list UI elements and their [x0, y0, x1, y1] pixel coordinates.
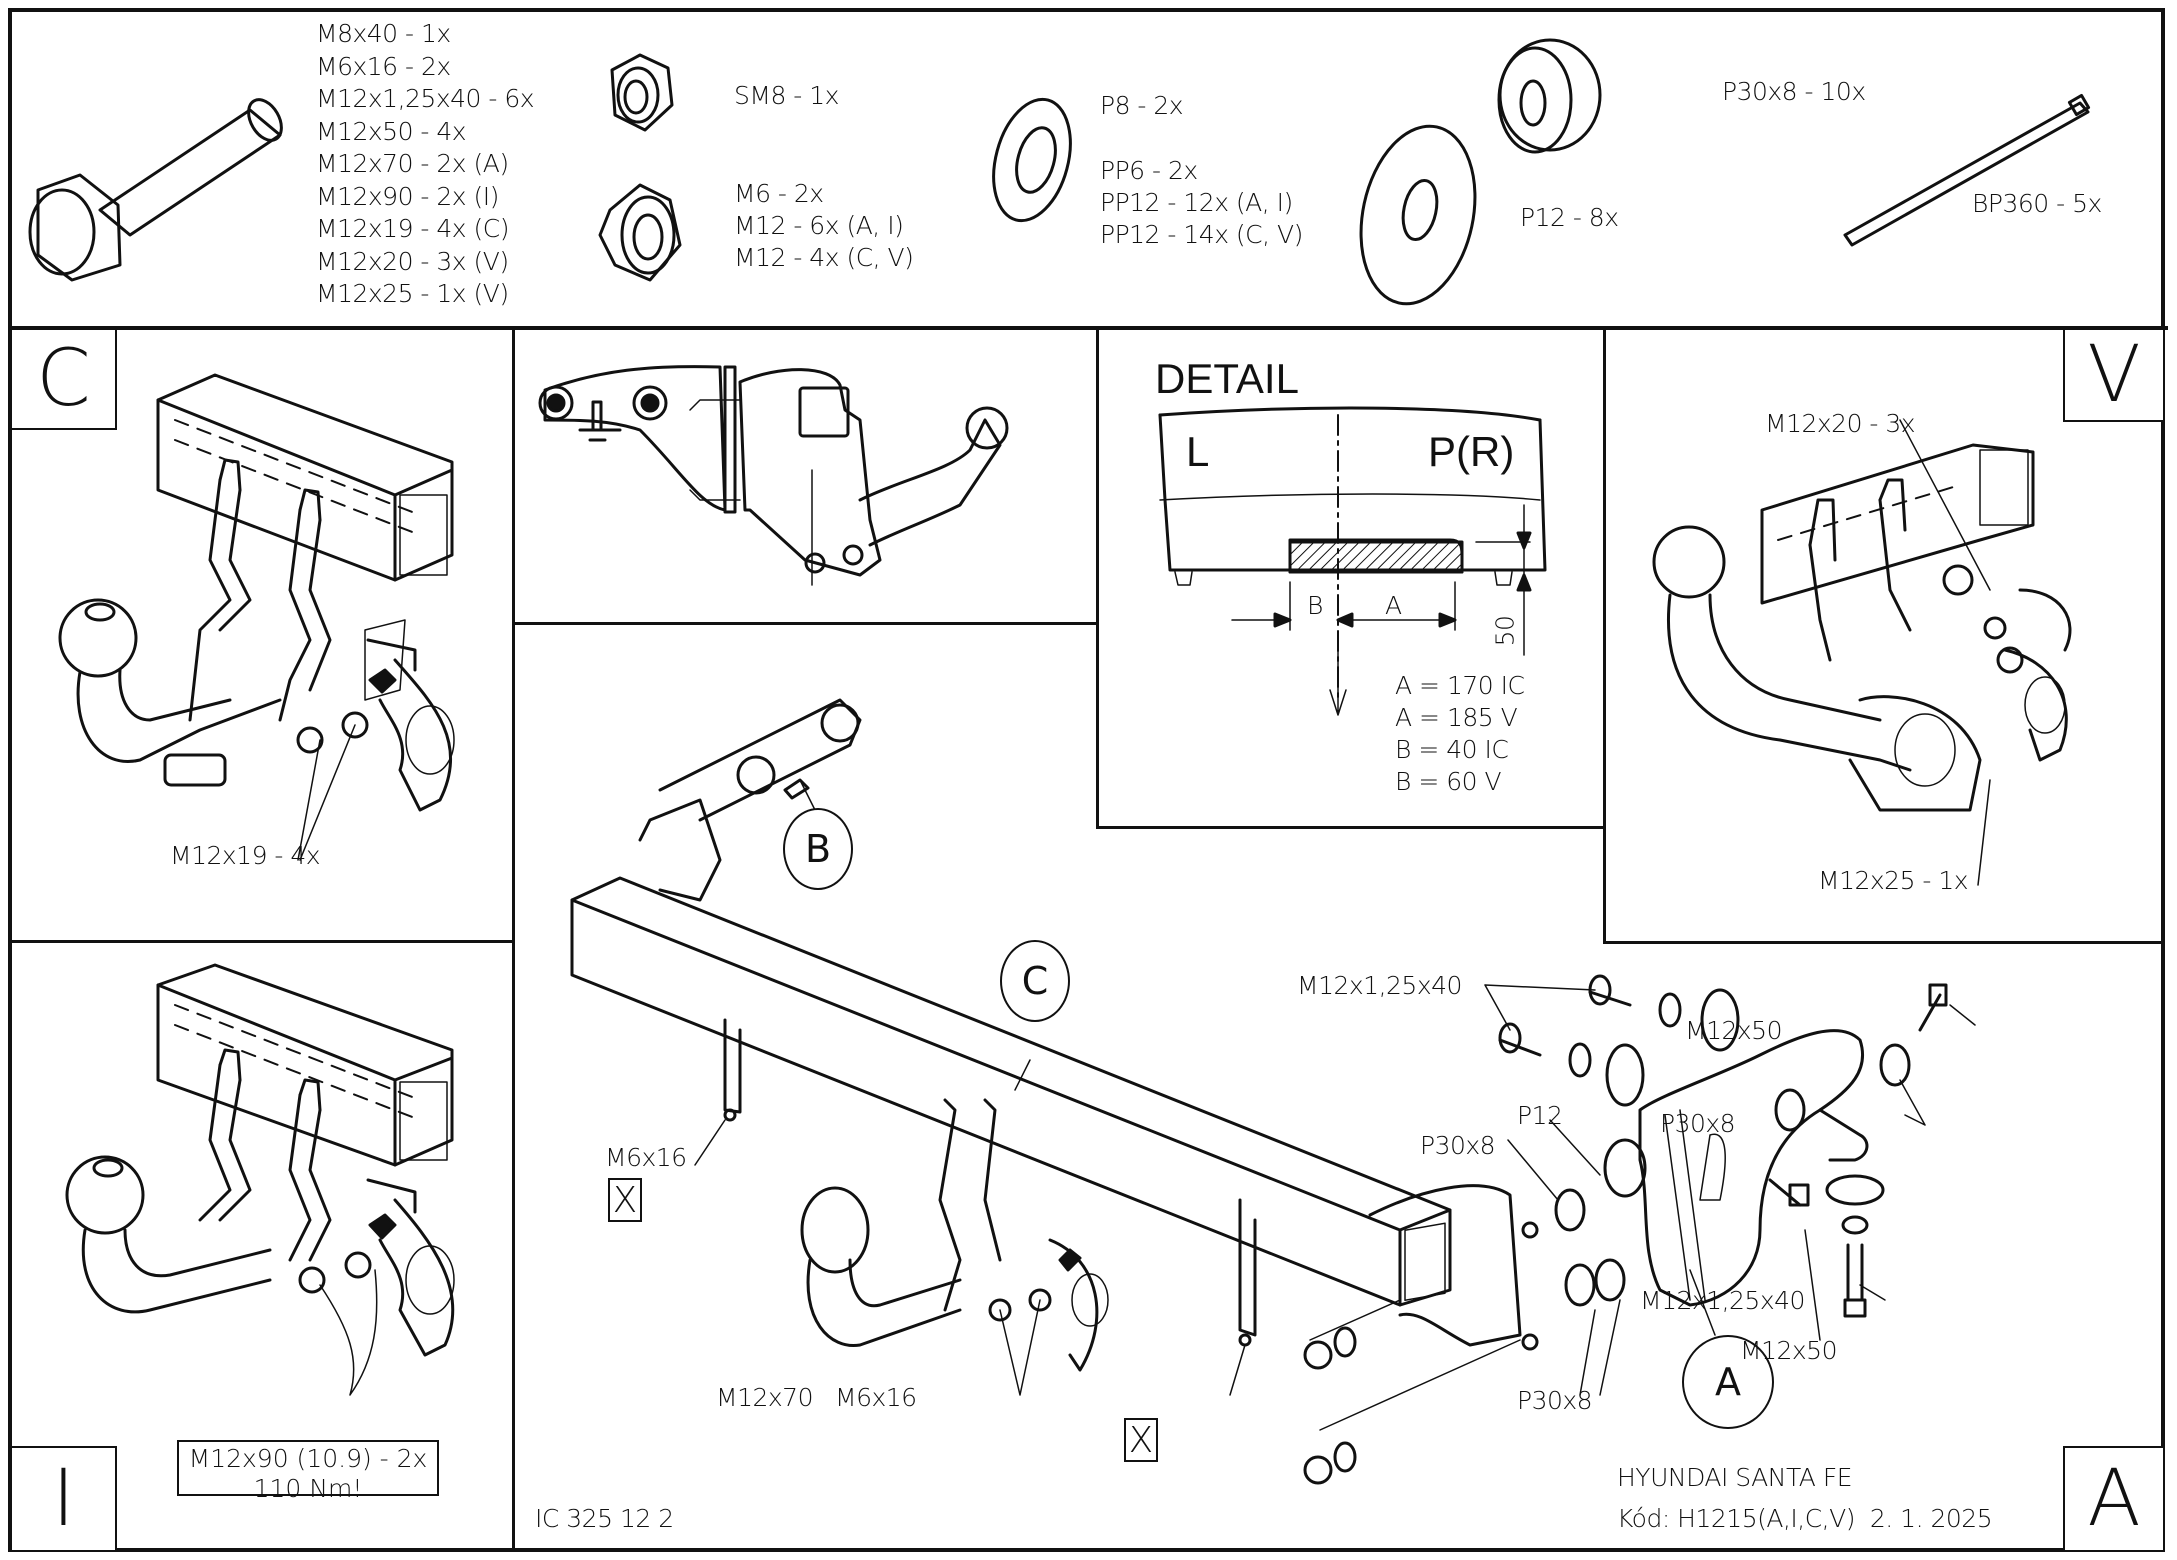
bolt-item: M12x90 - 2x (I) [316, 181, 499, 211]
bolt-item: M12x70 - 2x (A) [316, 149, 509, 178]
nut-item: M12 - 6x (A, I) [734, 211, 904, 240]
cable-tie-label: BP360 - 5x [1972, 189, 2102, 218]
x-mark-right: X [1124, 1418, 1158, 1462]
panel-a-badge: A [2063, 1446, 2165, 1552]
spring-washer-item: PP6 - 2x [1100, 156, 1198, 185]
detail-title: DETAIL [1155, 355, 1299, 402]
bolt-item: M6x16 - 2x [316, 51, 451, 81]
divider-left-mid [10, 940, 514, 943]
label-m12x125x40-top: M12x1,25x40 [1297, 971, 1462, 1000]
x-mark-left: X [608, 1178, 642, 1222]
detail-right-label: P(R) [1428, 428, 1515, 475]
label-p30x8-left: P30x8 [1420, 1131, 1496, 1160]
detail-value: B = 40 IC [1395, 735, 1509, 764]
divider-v-bottom [1603, 941, 2165, 944]
spring-washer-item: PP12 - 12x (A, I) [1100, 188, 1293, 217]
panel-v-badge: V [2063, 328, 2165, 422]
nut-item: M6 - 2x [734, 179, 824, 208]
detail-values: A = 170 IC A = 185 V B = 40 IC B = 60 V [1395, 670, 1525, 798]
detail-value: A = 185 V [1395, 703, 1518, 732]
detail-dim-a: A [1385, 591, 1402, 620]
drawing-code: IC 325 12 2 [535, 1504, 674, 1533]
label-p30x8-right: P30x8 [1660, 1109, 1736, 1138]
drawing-frame [8, 8, 2165, 1552]
washer-p8-label: P8 - 2x [1100, 91, 1184, 120]
panel-v-label-bottom: M12x25 - 1x [1818, 866, 1969, 895]
spring-washer-item: PP12 - 14x (C, V) [1100, 220, 1303, 249]
detail-left-label: L [1186, 428, 1210, 475]
label-m6x16-left: M6x16 [605, 1143, 687, 1172]
vehicle-name: HYUNDAI SANTA FE [1617, 1463, 1853, 1492]
product-code-date: Kód: H1215(A,I,C,V) 2. 1. 2025 [1617, 1504, 1993, 1533]
bolt-item: M12x50 - 4x [316, 116, 467, 146]
panel-i-badge: I [10, 1446, 117, 1552]
label-m12x70: M12x70 [716, 1383, 814, 1412]
label-m12x125x40-bottom: M12x1,25x40 [1640, 1286, 1805, 1315]
bolt-item: M12x25 - 1x (V) [316, 279, 509, 308]
label-m12x50-top: M12x50 [1685, 1016, 1783, 1045]
torque-note-bolt: M12x90 (10.9) - 2x [188, 1444, 428, 1473]
spacer-label: P30x8 - 10x [1722, 77, 1866, 106]
divider-detail-left [1096, 328, 1099, 828]
torque-note: M12x90 (10.9) - 2x 110 Nm! [177, 1440, 439, 1503]
bolt-item: M8x40 - 1x [316, 19, 451, 48]
label-p12: P12 [1517, 1101, 1563, 1130]
spring-washer-list: PP6 - 2x PP12 - 12x (A, I) PP12 - 14x (C… [1100, 155, 1303, 251]
detail-dim-height: 50 [1490, 615, 1520, 647]
label-m12x50-bottom: M12x50 [1740, 1336, 1838, 1365]
nut-list: M6 - 2x M12 - 6x (A, I) M12 - 4x (C, V) [734, 178, 914, 274]
panel-c-label: M12x19 - 4x [170, 841, 321, 870]
lock-nut-label: SM8 - 1x [734, 81, 839, 110]
washer-p12-label: P12 - 8x [1520, 203, 1619, 232]
bolt-item: M12x19 - 4x (C) [316, 214, 510, 243]
divider-top [8, 326, 2168, 330]
bolt-item: M12x20 - 3x (V) [316, 246, 509, 276]
callout-c: C [1000, 940, 1070, 1022]
nut-item: M12 - 4x (C, V) [734, 243, 914, 272]
divider-center-top [512, 622, 1097, 625]
divider-detail-right [1603, 328, 1606, 943]
bolt-list: M8x40 - 1x M6x16 - 2x M12x1,25x40 - 6x M… [316, 18, 535, 311]
callout-a: A [1682, 1335, 1774, 1429]
callout-b: B [783, 808, 853, 890]
divider-detail-bottom [1096, 826, 1606, 829]
torque-note-value: 110 Nm! [253, 1474, 363, 1503]
panel-c-badge: C [10, 328, 117, 430]
label-p30x8-bottom: P30x8 [1517, 1386, 1593, 1415]
detail-value: A = 170 IC [1395, 671, 1525, 700]
label-m6x16-right: M6x16 [835, 1383, 917, 1412]
detail-dim-b: B [1307, 591, 1323, 620]
panel-v-label-top: M12x20 - 3x [1765, 409, 1916, 438]
detail-value: B = 60 V [1395, 767, 1502, 796]
bolt-item: M12x1,25x40 - 6x [316, 84, 535, 113]
